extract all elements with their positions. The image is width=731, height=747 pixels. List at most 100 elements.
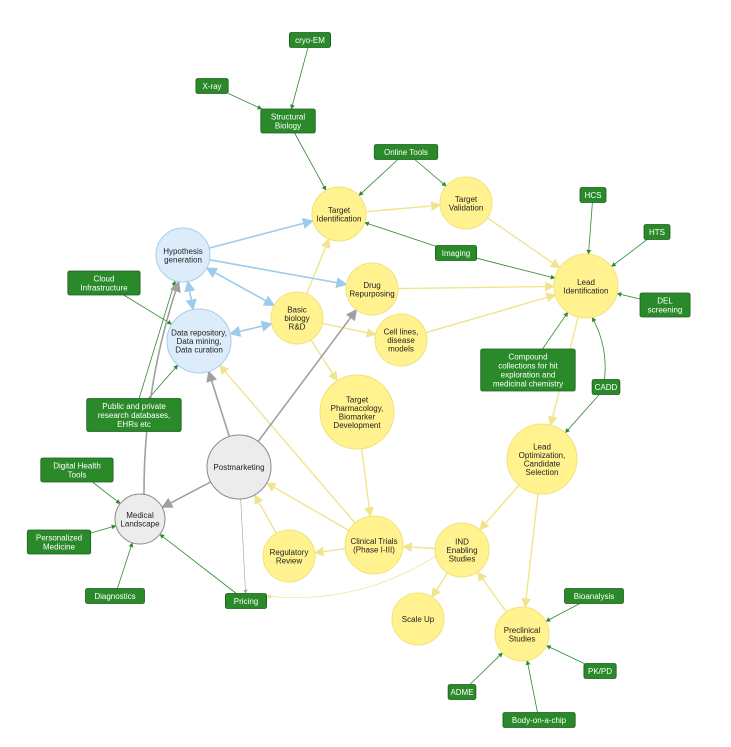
node-circle: [553, 253, 619, 319]
tag-box: [195, 78, 229, 94]
node-circle: [114, 493, 166, 545]
node-label-line: models: [388, 345, 414, 354]
edge-del-to-lead-identification: [616, 292, 641, 300]
tag-hts[interactable]: HTS: [643, 224, 671, 240]
tag-label-line: Medicine: [43, 543, 76, 552]
node-label-line: Basic: [287, 306, 307, 315]
edge-hts-to-lead-identification: [611, 239, 648, 267]
tag-label-line: Pricing: [234, 597, 258, 606]
node-scale-up[interactable]: Scale Up: [391, 592, 445, 646]
tag-label-line: Public and private: [102, 402, 166, 411]
tag-diagnostics[interactable]: Diagnostics: [85, 588, 145, 604]
edge-drug-repurposing-to-lead-identification: [397, 281, 555, 292]
edge-regulatory-review-to-postmarketing: [254, 494, 277, 534]
node-label-line: disease: [387, 336, 415, 345]
edge-basic-biology-to-data-repository: [229, 320, 273, 337]
node-label-line: Data mining,: [177, 337, 222, 346]
node-circle: [439, 176, 493, 230]
edge-hcs-to-lead-identification: [586, 202, 593, 255]
node-label-line: R&D: [289, 323, 306, 332]
node-circle: [434, 522, 490, 578]
edge-hypothesis-generation-to-target-identification: [208, 218, 314, 249]
tag-box: [591, 379, 621, 395]
node-circle: [374, 313, 428, 367]
tag-box: [85, 588, 145, 604]
node-label-line: Lead: [533, 442, 551, 451]
edge-diagnostics-to-medical-landscape: [117, 542, 134, 589]
edge-public-private-to-hypothesis-generation: [138, 280, 177, 399]
node-circle: [494, 606, 550, 662]
tag-body-on-chip[interactable]: Body-on-a-chip: [502, 712, 576, 728]
tag-box: [579, 187, 607, 203]
tag-box: [86, 398, 182, 432]
node-label-line: Optimization,: [519, 451, 566, 460]
edge-hypothesis-generation-to-drug-repurposing: [209, 259, 348, 289]
tag-hcs[interactable]: HCS: [579, 187, 607, 203]
tag-pricing[interactable]: Pricing: [224, 593, 267, 609]
tag-label-line: exploration and: [501, 371, 556, 380]
edge-body-on-chip-to-preclinical: [525, 660, 538, 713]
tag-pkpd[interactable]: PK/PD: [583, 663, 617, 679]
tag-box: [502, 712, 576, 728]
tag-label-line: Cloud: [94, 275, 115, 284]
edge-preclinical-to-ind-enabling: [477, 571, 507, 613]
tag-label-line: Imaging: [442, 249, 470, 258]
node-clinical-trials[interactable]: Clinical Trials(Phase I-III): [344, 515, 404, 575]
tag-box: [447, 684, 477, 700]
tag-bioanalysis[interactable]: Bioanalysis: [564, 588, 624, 604]
node-circle: [345, 262, 399, 316]
tag-label-line: Personalized: [36, 534, 82, 543]
node-postmarketing[interactable]: Postmarketing: [206, 434, 272, 500]
node-label-line: Hypothesis: [163, 247, 203, 256]
tag-box: [480, 348, 576, 392]
tag-label-line: Digital Health: [53, 462, 101, 471]
tag-imaging[interactable]: Imaging: [434, 245, 477, 261]
edge-personalized-to-medical-landscape: [90, 524, 117, 534]
tag-label-line: HCS: [585, 191, 602, 200]
tag-box: [67, 270, 141, 296]
edge-target-validation-to-lead-identification: [487, 217, 561, 269]
node-label-line: Repurposing: [349, 289, 394, 298]
tag-box: [224, 593, 267, 609]
tag-adme[interactable]: ADME: [447, 684, 477, 700]
tag-cadd[interactable]: CADD: [591, 379, 621, 395]
node-circle: [166, 308, 232, 374]
tag-online-tools[interactable]: Online Tools: [373, 144, 439, 160]
node-label-line: Review: [276, 556, 302, 565]
node-data-repository[interactable]: Data repository,Data mining,Data curatio…: [166, 308, 232, 374]
tag-xray[interactable]: X-ray: [195, 78, 229, 94]
edge-clinical-trials-to-data-repository: [219, 364, 356, 524]
node-label-line: Enabling: [446, 546, 477, 555]
edge-cadd-to-lead-optimization: [564, 394, 600, 434]
node-label-line: Postmarketing: [213, 463, 264, 472]
tag-box: [564, 588, 624, 604]
edge-cloud-to-data-repository: [123, 294, 173, 325]
tag-box: [434, 245, 477, 261]
node-label-line: Studies: [509, 634, 536, 643]
tag-label-line: X-ray: [202, 82, 221, 91]
tag-cryo-em[interactable]: cryo-EM: [288, 32, 331, 48]
tag-label-line: collections for hit: [498, 362, 558, 371]
node-circle: [344, 515, 404, 575]
edge-cell-lines-to-lead-identification: [425, 292, 557, 334]
